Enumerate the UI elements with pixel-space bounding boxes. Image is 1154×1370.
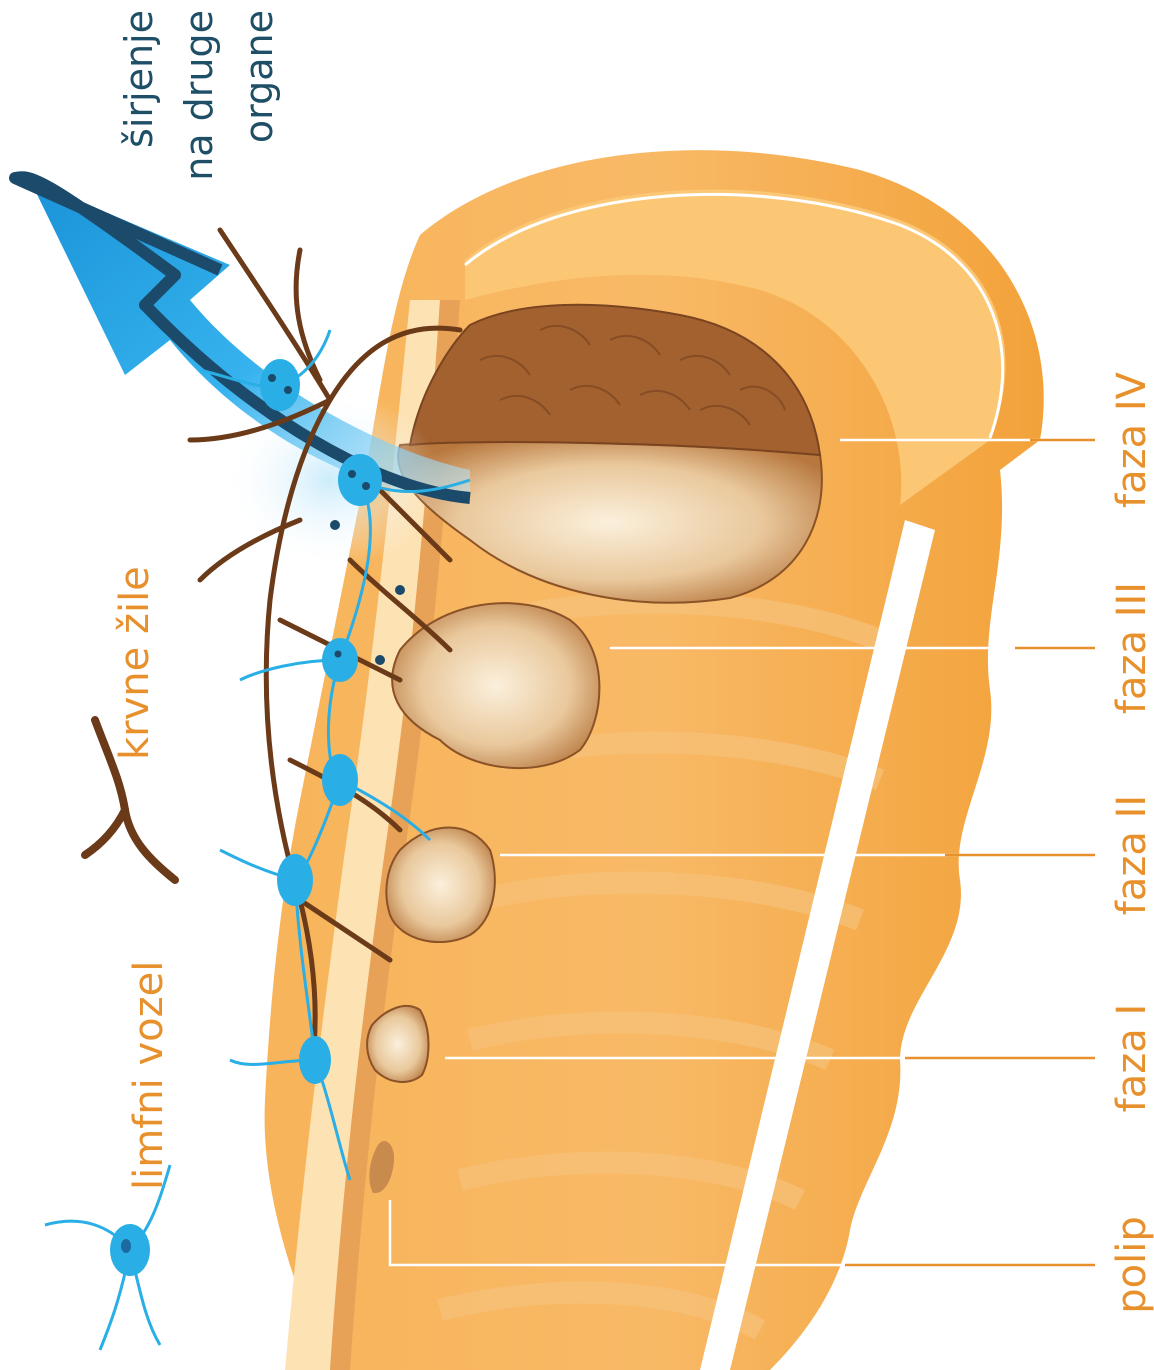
label-faza-4: faza IV xyxy=(1109,371,1154,508)
lymph-node xyxy=(299,1036,331,1084)
lymph-node xyxy=(260,359,300,411)
spread-label-line-1: širjenje xyxy=(117,10,161,148)
label-faza-1: faza I xyxy=(1109,1004,1154,1113)
legend-lymph-node-label: limfni vozel xyxy=(126,961,172,1190)
lymph-node xyxy=(322,754,358,806)
spread-label-line-2: na druge xyxy=(177,10,221,181)
label-polip: polip xyxy=(1109,1216,1154,1313)
lymph-node xyxy=(338,454,382,506)
spread-label-line-3: organe xyxy=(237,10,281,143)
legend-lymph-node: limfni vozel xyxy=(45,961,172,1350)
legend-blood-vessels-label: krvne žile xyxy=(112,566,158,760)
lymph-node-legend-icon xyxy=(45,1165,170,1350)
label-faza-3: faza III xyxy=(1109,582,1154,714)
spread-label: širjenje na druge organe xyxy=(117,10,281,181)
label-faza-2: faza II xyxy=(1109,795,1154,915)
lymph-node xyxy=(322,638,358,682)
legend-blood-vessels: krvne žile xyxy=(85,566,175,880)
stage-labels: polip faza I faza II faza III faza IV xyxy=(1109,371,1154,1313)
lymph-node xyxy=(277,854,313,906)
